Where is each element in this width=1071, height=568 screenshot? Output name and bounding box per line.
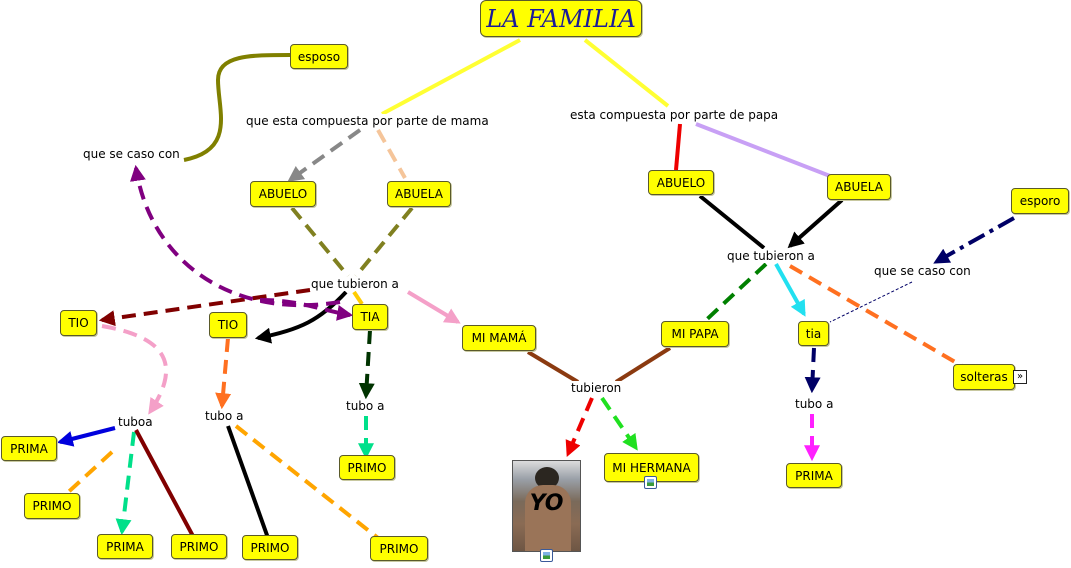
edge-mama-abuela (376, 129, 407, 179)
concept-mi-papa[interactable]: MI PAPA (661, 321, 729, 347)
photo-figure-body (525, 485, 571, 551)
edge-papa-abuela (695, 122, 831, 178)
expand-icon[interactable]: » (1013, 370, 1027, 384)
edge-abuelo-tubieron (290, 206, 350, 278)
concept-primo-2[interactable]: PRIMO (171, 534, 227, 559)
edge-tuboa-primo1 (62, 450, 114, 498)
link-phrase-caso-mama: que se caso con (82, 147, 181, 161)
concept-solteras[interactable]: solteras (953, 364, 1015, 390)
concept-abuelo-papa[interactable]: ABUELO (648, 170, 714, 195)
concept-abuela-mama[interactable]: ABUELA (387, 181, 451, 207)
link-phrase-papa-side: esta compuesta por parte de papa (569, 108, 780, 122)
edge-tubieronp-mipapa (702, 262, 768, 324)
edge-title-mama (381, 38, 521, 116)
edge-tuboa2-primo3 (226, 425, 270, 539)
link-phrase-tubieron: tubieron (570, 381, 623, 395)
link-phrase-tubieron-mama: que tubieron a (310, 277, 400, 291)
edge-tubieron-caso (130, 164, 341, 308)
link-phrase-tuboa: tuboa (117, 415, 154, 429)
edge-tubieronp-tiap (774, 263, 806, 317)
edge-mama-tubieron (526, 350, 580, 384)
concept-primo-1[interactable]: PRIMO (24, 493, 80, 519)
edge-title-papa (583, 38, 670, 108)
edge-caso-esposo (183, 53, 291, 162)
edge-tubieron-tio-left (98, 288, 311, 327)
edge-tubieronp-solteras (788, 264, 964, 368)
edge-tuboa-prima1 (56, 426, 116, 447)
edge-abuelop-tubieron (698, 194, 766, 250)
concept-prima-2[interactable]: PRIMA (97, 534, 153, 559)
edge-tiap-tuboa (804, 347, 821, 394)
edge-abuelap-tubieron (787, 198, 844, 249)
edge-esporo-caso (933, 216, 1015, 264)
edge-papa-abuelo (674, 123, 682, 171)
concept-tia-papa[interactable]: tia (798, 321, 829, 346)
concept-prima-1[interactable]: PRIMA (1, 436, 57, 461)
image-attachment-icon[interactable] (644, 476, 657, 489)
link-phrase-tubo-a-tia-papa: tubo a (794, 397, 835, 411)
concept-mi-mama[interactable]: MI MAMÁ (462, 325, 536, 351)
concept-prima-papa[interactable]: PRIMA (786, 463, 842, 488)
edge-tuboa2-primo4 (234, 424, 380, 540)
concept-title[interactable]: LA FAMILIA (480, 0, 642, 37)
link-phrase-tubieron-papa: que tubieron a (726, 249, 816, 263)
image-attachment-icon[interactable] (540, 549, 553, 562)
edge-tuboa-prima2 (115, 431, 136, 536)
concept-primo-4[interactable]: PRIMO (370, 536, 428, 561)
photo-caption-yo: YO (529, 491, 564, 516)
photo-yo[interactable]: YO (512, 460, 581, 552)
concept-esporo[interactable]: esporo (1011, 188, 1069, 214)
edge-caso-tiap (829, 281, 913, 323)
edge-caso-tia (259, 298, 354, 321)
edge-tubieron-yo (565, 397, 594, 457)
concept-abuela-papa[interactable]: ABUELA (827, 174, 891, 200)
edge-papa-tubieron (614, 346, 672, 384)
concept-mi-hermana[interactable]: MI HERMANA (604, 453, 699, 482)
link-phrase-caso-papa: que se caso con (873, 264, 972, 278)
concept-primo-3[interactable]: PRIMO (242, 535, 298, 560)
edge-tubieron-tia (352, 290, 364, 306)
concept-tio-mid[interactable]: TIO (209, 312, 247, 338)
edge-abuela-tubieron (354, 206, 414, 278)
edge-tio-tuboa (101, 324, 169, 415)
link-phrase-mama-side: que esta compuesta por parte de mama (245, 114, 490, 128)
concept-primo-tia[interactable]: PRIMO (339, 455, 395, 480)
edge-tia-tuboa3 (358, 329, 375, 400)
edge-tuboa-primo2 (134, 429, 196, 539)
edge-tiomid-tuboa2 (215, 337, 232, 410)
link-phrase-tubo-a-tio: tubo a (204, 409, 245, 423)
edge-tubieron-mama (406, 290, 461, 324)
concept-abuelo-mama[interactable]: ABUELO (250, 181, 316, 207)
edge-tubieron-hermana (600, 396, 638, 451)
concept-tio-left[interactable]: TIO (60, 310, 97, 336)
concept-tia[interactable]: TIA (352, 304, 388, 330)
concept-esposo[interactable]: esposo (290, 44, 348, 69)
photo-figure-head (535, 467, 559, 489)
edge-tubieron-tio-mid (254, 290, 348, 344)
edge-mama-abuelo (287, 128, 362, 182)
link-phrase-tubo-a-tia: tubo a (345, 399, 386, 413)
